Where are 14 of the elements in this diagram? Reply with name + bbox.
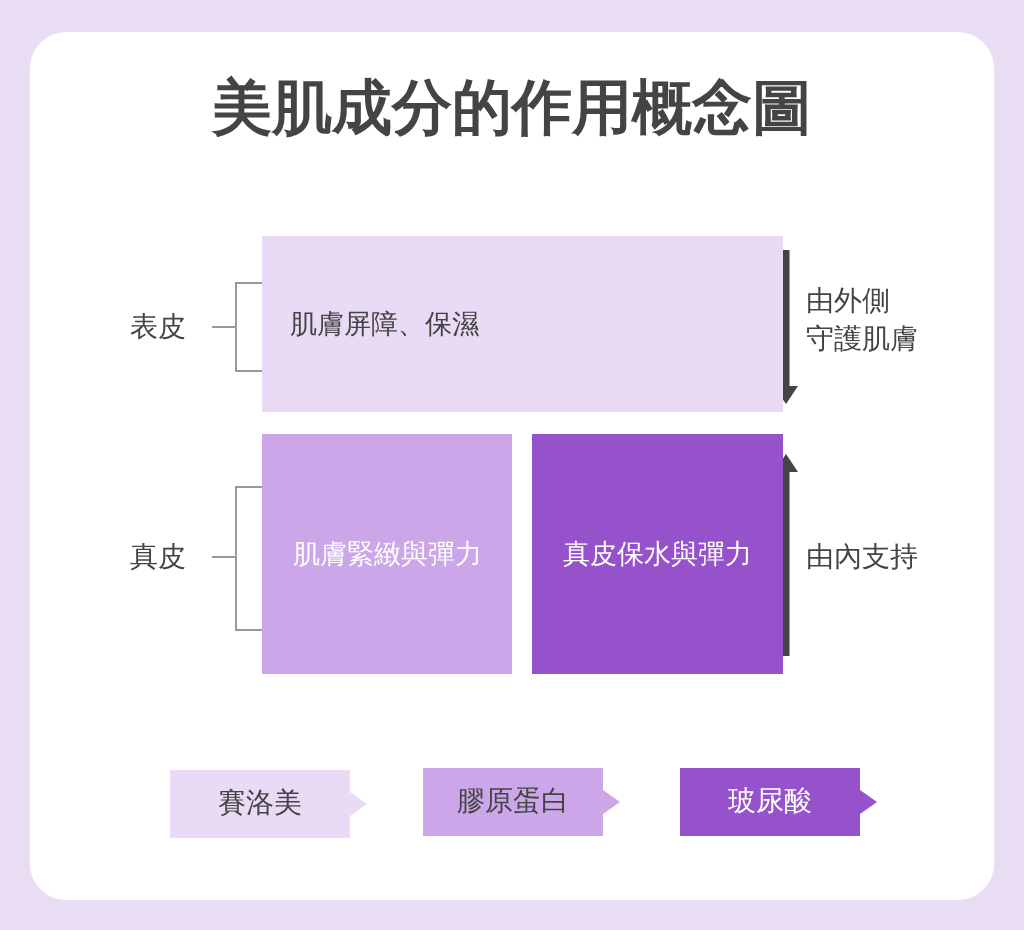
box-label: 肌膚緊緻與彈力 xyxy=(292,537,482,571)
layer-box xyxy=(532,434,783,674)
box-label: 真皮保水與彈力 xyxy=(563,537,752,571)
layer-label: 真皮 xyxy=(130,539,186,575)
box-label: 肌膚屏障、保濕 xyxy=(290,307,479,341)
side-note: 由外側守護肌膚 xyxy=(806,283,918,357)
side-note: 由內支持 xyxy=(806,539,918,575)
layer-label: 表皮 xyxy=(130,309,186,345)
layer-box xyxy=(262,434,512,674)
legend-label: 賽洛美 xyxy=(217,785,303,821)
layer-box xyxy=(262,236,783,412)
legend-label: 玻尿酸 xyxy=(727,783,813,819)
legend-label: 膠原蛋白 xyxy=(456,783,570,819)
title: 美肌成分的作用概念圖 xyxy=(210,71,813,144)
